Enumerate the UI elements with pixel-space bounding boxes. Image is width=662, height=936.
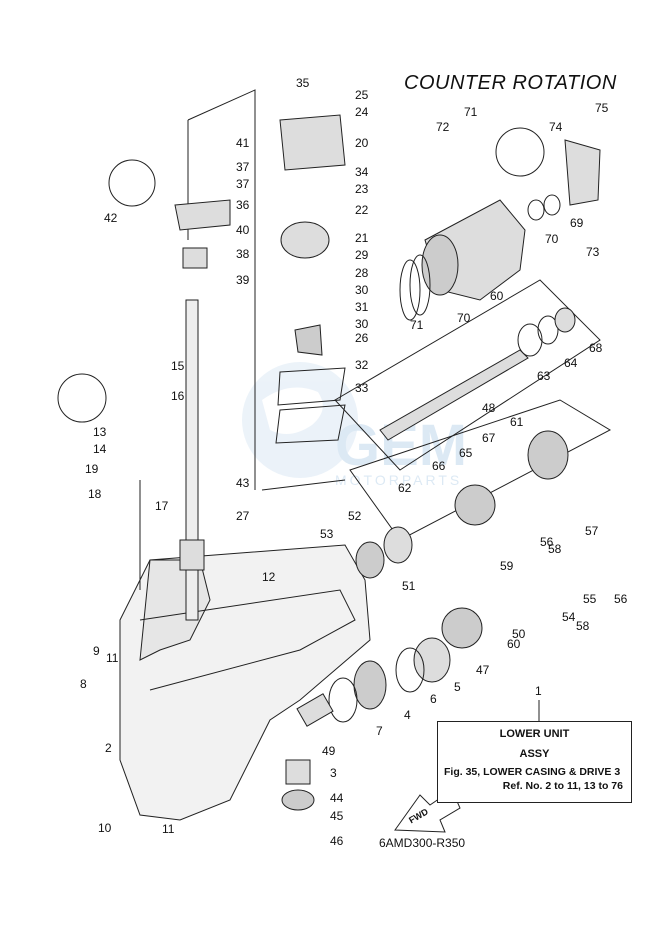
- part-number-56: 56: [614, 592, 628, 606]
- part-number-16: 16: [171, 389, 185, 403]
- part-number-11: 11: [162, 822, 175, 836]
- drawing-code: 6AMD300-R350: [379, 836, 466, 850]
- part-number-45: 45: [330, 809, 344, 823]
- part-number-43: 43: [236, 476, 250, 490]
- part-number-13: 13: [93, 425, 107, 439]
- part-number-60: 60: [490, 289, 504, 303]
- part-number-67: 67: [482, 431, 496, 445]
- part-number-47: 47: [476, 663, 490, 677]
- reverse-gear: [441, 607, 483, 649]
- part-number-74: 74: [549, 120, 563, 134]
- part-number-23: 23: [355, 182, 369, 196]
- ref-line-3: Fig. 35, LOWER CASING & DRIVE 3: [444, 766, 621, 778]
- part-number-50: 50: [512, 627, 526, 641]
- part-number-4: 4: [404, 708, 411, 722]
- part-number-68: 68: [589, 341, 603, 355]
- part-number-7: 7: [376, 724, 383, 738]
- part-number-70: 70: [457, 311, 471, 325]
- part-number-8: 8: [80, 677, 87, 691]
- part-number-61: 61: [510, 415, 524, 429]
- part-number-31: 31: [355, 300, 369, 314]
- part-number-71: 71: [410, 318, 424, 332]
- part-number-29: 29: [355, 248, 369, 262]
- part-number-72: 72: [436, 120, 450, 134]
- part-number-59: 59: [500, 559, 514, 573]
- part-number-6: 6: [430, 692, 437, 706]
- part-number-66: 66: [432, 459, 446, 473]
- part-number-44: 44: [330, 791, 344, 805]
- ref-line-4: Ref. No. 2 to 11, 13 to 76: [502, 780, 623, 792]
- part-number-41: 41: [236, 136, 250, 150]
- part-number-63: 63: [537, 369, 551, 383]
- drive-shaft: [185, 299, 199, 621]
- part-number-22: 22: [355, 203, 369, 217]
- part-number-37: 37: [236, 160, 250, 174]
- part-number-70: 70: [545, 232, 559, 246]
- part-number-35: 35: [296, 76, 310, 90]
- reference-box: LOWER UNIT ASSY Fig. 35, LOWER CASING & …: [437, 721, 632, 803]
- part-number-12: 12: [262, 570, 276, 584]
- watermark-sub: MOTORPARTS: [335, 472, 462, 488]
- part-number-24: 24: [355, 105, 369, 119]
- part-number-28: 28: [355, 266, 369, 280]
- part-number-33: 33: [355, 381, 369, 395]
- part-number-53: 53: [320, 527, 334, 541]
- part-number-20: 20: [355, 136, 369, 150]
- part-number-58: 58: [548, 542, 562, 556]
- part-number-17: 17: [155, 499, 169, 513]
- ref-line-1: LOWER UNIT: [499, 728, 570, 740]
- part-number-14: 14: [93, 442, 107, 456]
- part-number-5: 5: [454, 680, 461, 694]
- part-number-25: 25: [355, 88, 369, 102]
- part-number-10: 10: [98, 821, 112, 835]
- part-number-69: 69: [570, 216, 584, 230]
- part-number-30: 30: [355, 283, 369, 297]
- part-number-51: 51: [402, 579, 416, 593]
- part-number-26: 26: [355, 331, 369, 345]
- impeller: [294, 324, 323, 356]
- part-number-1: 1: [535, 684, 542, 698]
- part-number-21: 21: [355, 231, 369, 245]
- part-number-54: 54: [562, 610, 576, 624]
- part-number-37: 37: [236, 177, 250, 191]
- part-number-62: 62: [398, 481, 412, 495]
- part-number-42: 42: [104, 211, 118, 225]
- part-number-60: 60: [507, 637, 521, 651]
- part-number-48: 48: [482, 401, 496, 415]
- part-number-39: 39: [236, 273, 250, 287]
- part-number-9: 9: [93, 644, 100, 658]
- part-number-58: 58: [576, 619, 590, 633]
- part-number-2: 2: [105, 741, 112, 755]
- part-number-30: 30: [355, 317, 369, 331]
- part-number-38: 38: [236, 247, 250, 261]
- part-number-57: 57: [585, 524, 599, 538]
- part-number-65: 65: [459, 446, 473, 460]
- part-number-64: 64: [564, 356, 578, 370]
- part-number-73: 73: [586, 245, 600, 259]
- part-number-46: 46: [330, 834, 344, 848]
- part-number-75: 75: [595, 101, 609, 115]
- ref-line-2: ASSY: [519, 748, 550, 760]
- part-number-55: 55: [583, 592, 597, 606]
- part-number-71: 71: [464, 105, 478, 119]
- part-number-32: 32: [355, 358, 369, 372]
- diagram-title: COUNTER ROTATION: [404, 72, 617, 94]
- part-number-36: 36: [236, 198, 250, 212]
- forward-gear: [454, 484, 496, 526]
- part-number-3: 3: [330, 766, 337, 780]
- part-number-15: 15: [171, 359, 185, 373]
- propeller-shaft: [379, 349, 529, 441]
- part-number-56: 56: [540, 535, 554, 549]
- part-number-49: 49: [322, 744, 336, 758]
- part-number-19: 19: [85, 462, 99, 476]
- part-number-40: 40: [236, 223, 250, 237]
- callout-group: 2345678910111112131415161718192021222324…: [80, 76, 628, 848]
- part-number-52: 52: [348, 509, 362, 523]
- part-number-11: 11: [106, 651, 119, 665]
- part-number-18: 18: [88, 487, 102, 501]
- part-number-27: 27: [236, 509, 250, 523]
- part-number-34: 34: [355, 165, 369, 179]
